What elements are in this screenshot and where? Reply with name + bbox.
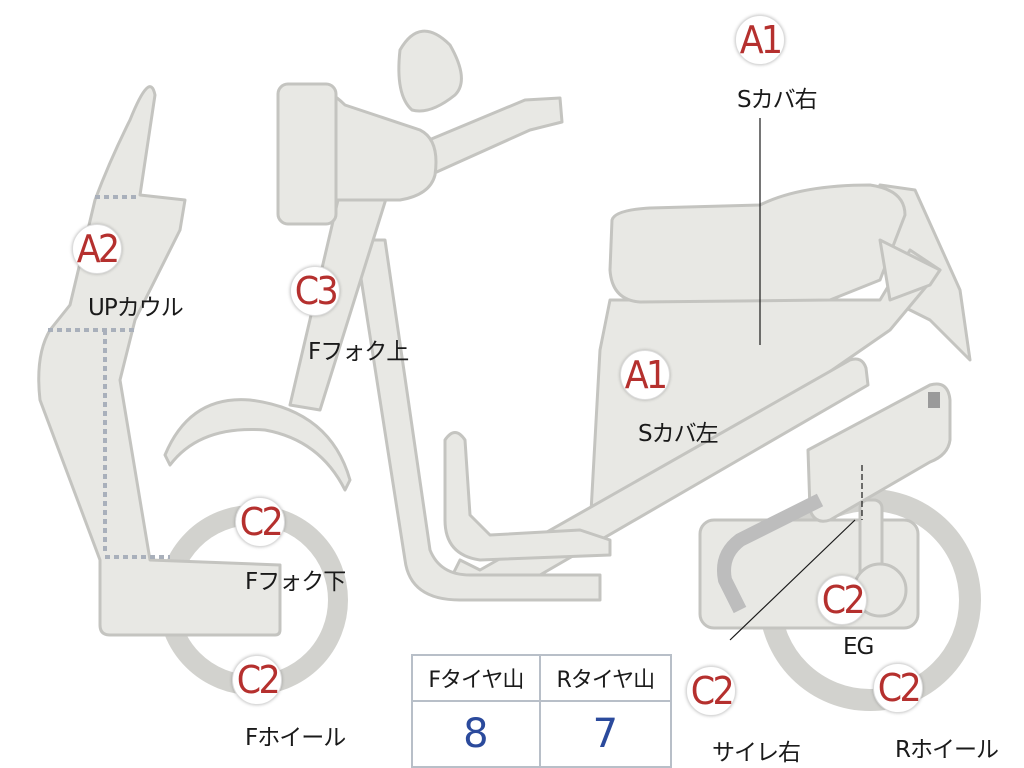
rear-tire-header: Rタイヤ山 xyxy=(538,654,673,702)
exhaust-pipe xyxy=(717,493,824,614)
part-label-s-cover-right: Sカバ右 xyxy=(737,87,818,113)
part-label-f-fork-lower: Fフォク下 xyxy=(245,569,346,595)
front-tire-value: 8 xyxy=(411,700,541,768)
part-badge-s-cover-right: A1 xyxy=(735,15,785,65)
part-badge-f-fork-lower: C2 xyxy=(235,497,285,547)
floor-step xyxy=(443,431,612,562)
part-badge-up-cowl: A2 xyxy=(72,224,122,274)
part-badge-r-wheel: C2 xyxy=(873,663,923,713)
part-badge-eg: C2 xyxy=(817,575,867,625)
part-label-eg: EG xyxy=(843,634,874,660)
down-tube xyxy=(353,238,602,602)
part-badge-silencer-right: C2 xyxy=(686,666,736,716)
seat xyxy=(608,183,907,304)
muffler xyxy=(806,382,952,523)
part-label-s-cover-left: Sカバ左 xyxy=(638,421,719,447)
front-tire-header: Fタイヤ山 xyxy=(411,654,541,702)
part-label-f-fork-upper: Fフォク上 xyxy=(308,339,409,365)
part-badge-s-cover-left: A1 xyxy=(620,350,670,400)
part-badge-f-fork-upper: C3 xyxy=(290,266,340,316)
mirror xyxy=(397,29,463,113)
headlight xyxy=(276,82,338,226)
tire-tread-table: Fタイヤ山 Rタイヤ山 8 7 xyxy=(411,654,673,768)
rear-tire-value: 7 xyxy=(538,700,673,768)
muffler-cap xyxy=(928,392,940,408)
leader-line-silencer xyxy=(729,519,856,641)
part-badge-f-wheel: C2 xyxy=(232,655,282,705)
front-fender xyxy=(163,398,352,492)
part-label-up-cowl: UPカウル xyxy=(88,295,184,321)
seat-side xyxy=(878,238,942,302)
upper-cowl xyxy=(37,85,282,637)
part-label-silencer-right: サイレ右 xyxy=(712,740,801,766)
part-label-r-wheel: Rホイール xyxy=(895,737,999,763)
part-label-f-wheel: Fホイール xyxy=(245,725,346,751)
